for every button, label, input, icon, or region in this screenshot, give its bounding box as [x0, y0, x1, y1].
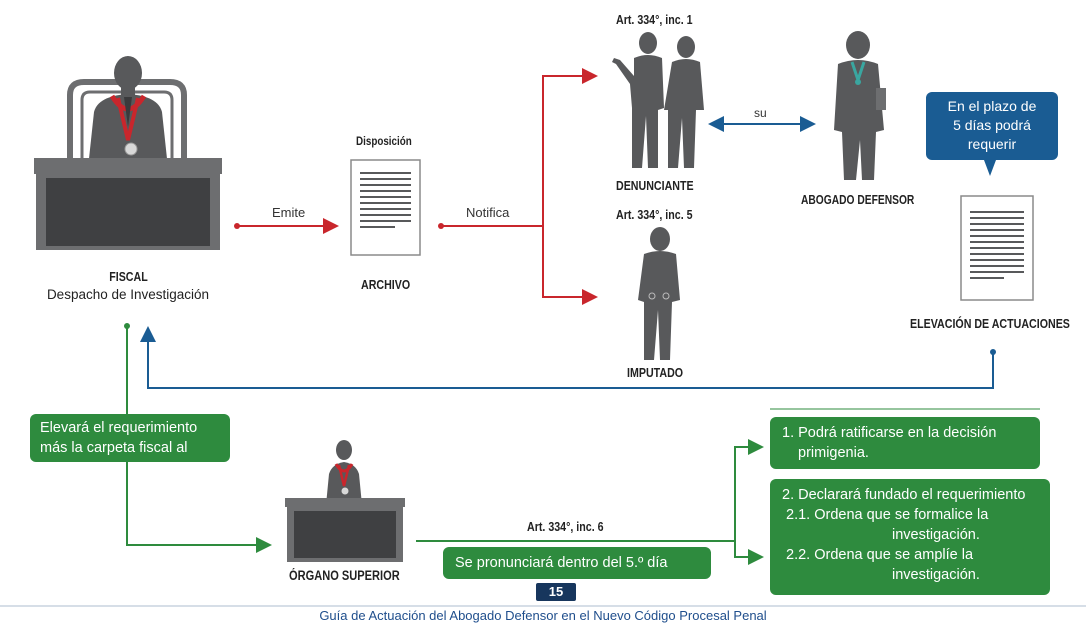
emite-label: Emite	[272, 205, 306, 220]
imputado-illustration	[638, 227, 680, 360]
fiscal-illustration	[34, 56, 222, 250]
option1-arrow	[734, 439, 764, 541]
option1-line1: 1. Podrá ratificarse en la decisión	[782, 425, 997, 441]
fiscal-organo-arrow	[126, 326, 272, 553]
denunciante-label: DENUNCIANTE	[616, 178, 694, 193]
pronunciara-box: Se pronunciará dentro del 5.º día	[443, 547, 711, 579]
notifica-imputado-arrow	[542, 226, 598, 305]
fiscal-block: FISCAL	[58, 268, 198, 286]
page-number-badge: 15	[536, 583, 576, 601]
option1-box: 1. Podrá ratificarse en la decisión prim…	[770, 417, 1040, 469]
organo-label: ÓRGANO SUPERIOR	[289, 568, 400, 583]
plazo-line3: requerir	[967, 136, 1017, 152]
option2-line2: 2.1. Ordena que se formalice la	[786, 507, 989, 523]
pronunciara-text: Se pronunciará dentro del 5.º día	[455, 555, 668, 571]
plazo-line2: 5 días podrá	[953, 117, 1031, 133]
elevacion-label: ELEVACIÓN DE ACTUACIONES	[910, 316, 1070, 331]
footer-title: Guía de Actuación del Abogado Defensor e…	[319, 608, 767, 623]
option2-line1: 2. Declarará fundado el requerimiento	[782, 487, 1026, 503]
disposicion-document-icon	[350, 159, 421, 256]
abogado-label: ABOGADO DEFENSOR	[801, 193, 915, 207]
notifica-denunciante-arrow	[542, 68, 598, 226]
disposicion-title: Disposición	[356, 134, 412, 148]
elevacion-return-arrow	[140, 326, 994, 389]
denunciante-article: Art. 334°, inc. 1	[616, 12, 693, 27]
fiscal-subtitle: Despacho de Investigación	[46, 287, 210, 302]
elevara-box: Elevará el requerimiento más la carpeta …	[30, 414, 230, 462]
pronunciara-article: Art. 334°, inc. 6	[527, 519, 604, 534]
archivo-label: ARCHIVO	[361, 277, 411, 292]
su-label: su	[754, 106, 767, 120]
option2-line5: investigación.	[892, 567, 980, 583]
plazo-bubble: En el plazo de 5 días podrá requerir	[926, 92, 1058, 160]
elevara-line1: Elevará el requerimiento	[40, 420, 198, 436]
option2-line3: investigación.	[892, 527, 980, 543]
option1-line2: primigenia.	[798, 445, 869, 461]
elevacion-dot	[990, 349, 996, 355]
imputado-article: Art. 334°, inc. 5	[616, 207, 693, 222]
abogado-illustration	[834, 31, 886, 180]
option2-box: 2. Declarará fundado el requerimiento 2.…	[770, 479, 1050, 595]
option2-line4: 2.2. Ordena que se amplíe la	[786, 547, 974, 563]
denunciante-illustration	[612, 32, 704, 168]
elevacion-document-icon	[960, 195, 1034, 301]
plazo-line1: En el plazo de	[947, 98, 1037, 114]
plazo-bubble-tail	[984, 160, 996, 176]
notifica-label: Notifica	[466, 205, 510, 220]
fiscal-title: FISCAL	[108, 269, 148, 284]
organo-illustration	[285, 440, 405, 562]
option2-arrow	[734, 541, 764, 565]
imputado-label: IMPUTADO	[627, 365, 684, 380]
elevara-line2: más la carpeta fiscal al	[40, 440, 188, 456]
